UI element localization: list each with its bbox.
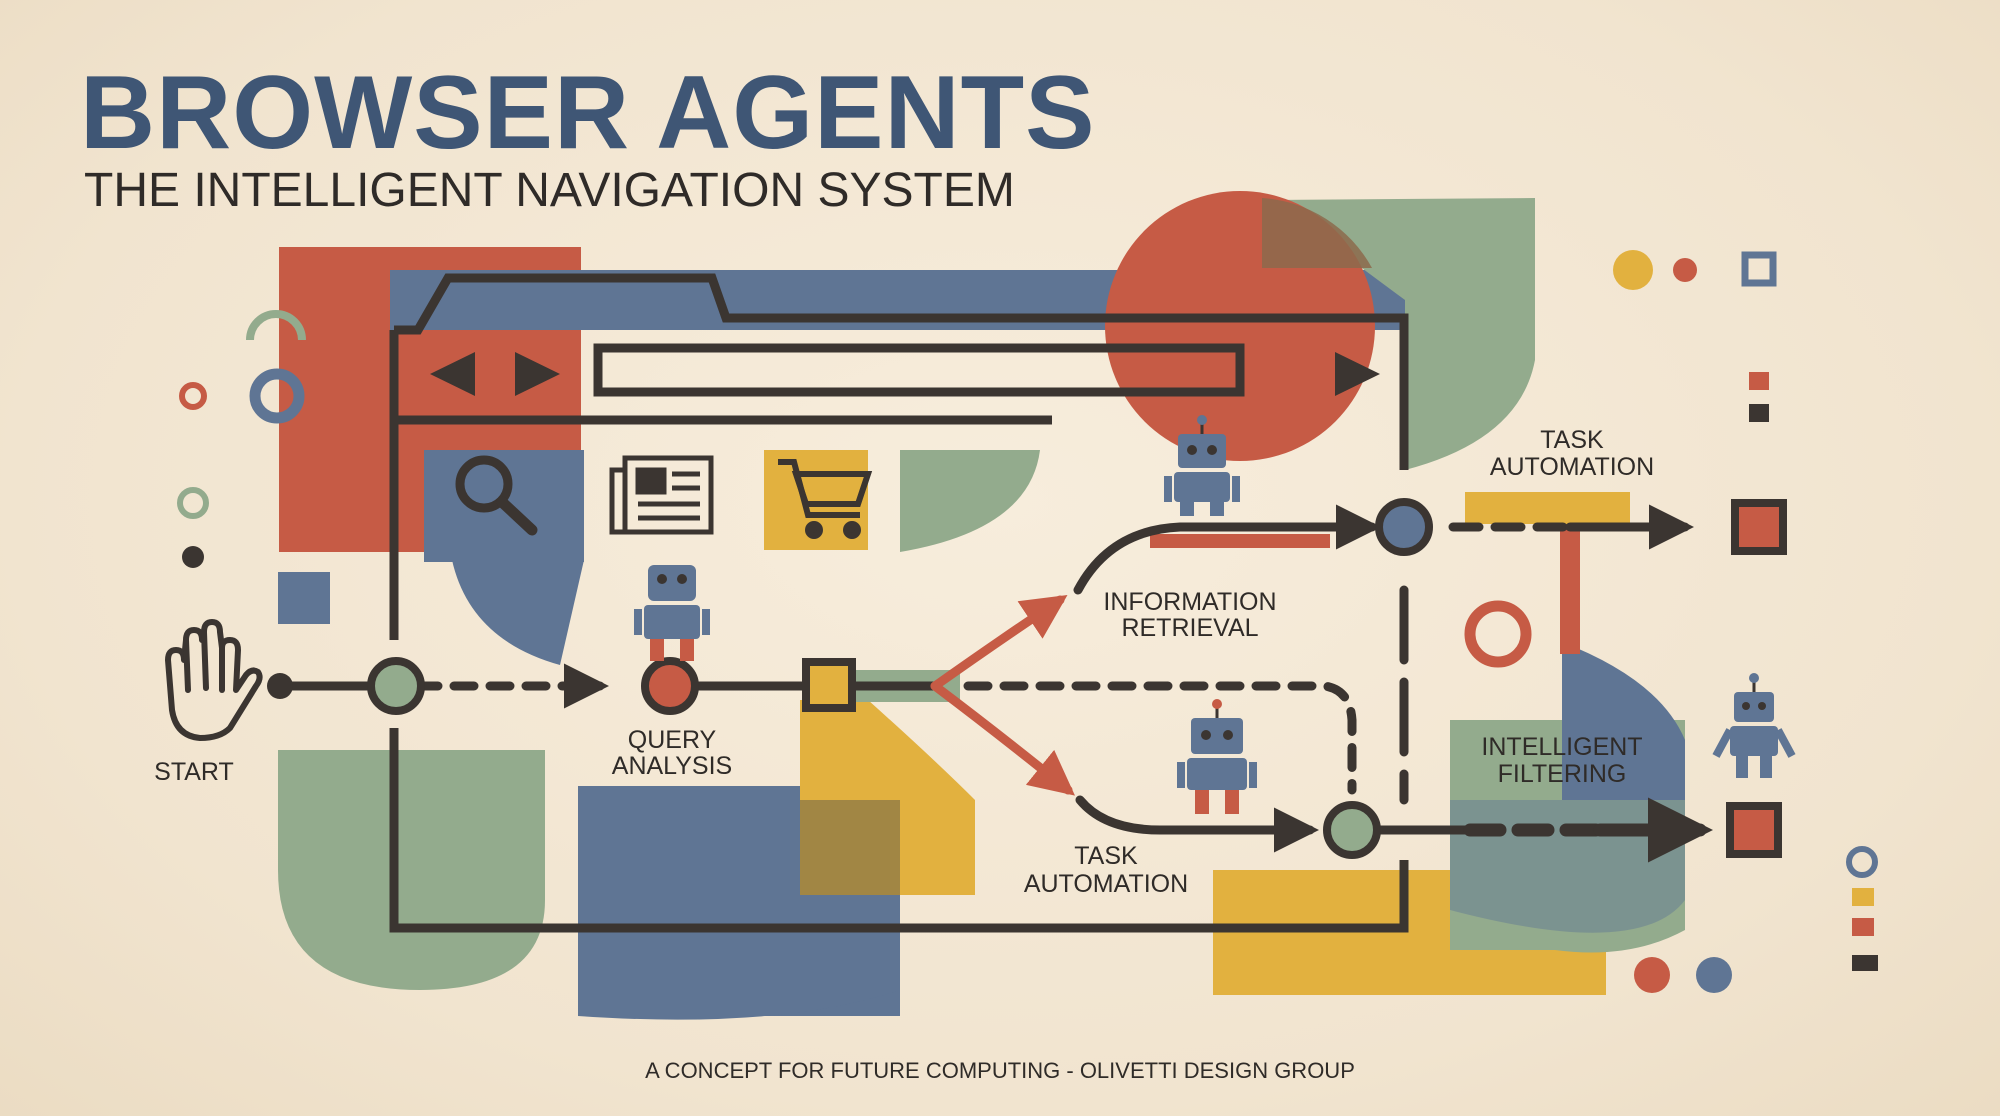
robot-icon	[1177, 699, 1257, 814]
page-subtitle: THE INTELLIGENT NAVIGATION SYSTEM	[84, 164, 1015, 217]
node-query-analysis[interactable]	[641, 657, 699, 715]
label-query-2: ANALYSIS	[612, 752, 732, 780]
node-output-top[interactable]	[1731, 499, 1787, 555]
robot-icon	[634, 565, 710, 661]
start-dot	[267, 673, 293, 699]
label-info-1: INFORMATION	[1103, 588, 1276, 616]
blue-wedge-filter	[1562, 642, 1685, 800]
browser-window-outline	[389, 273, 1409, 933]
node-entry[interactable]	[367, 657, 425, 715]
blue-overlap-filter	[1450, 800, 1685, 933]
back-arrow-icon[interactable]	[430, 352, 475, 396]
label-filter-2: FILTERING	[1498, 760, 1627, 788]
blue-small-square	[278, 572, 330, 624]
blue-block-curve	[578, 950, 900, 1020]
address-bar[interactable]	[593, 343, 1245, 397]
robot-icon	[1164, 415, 1240, 516]
footer-credit: A CONCEPT FOR FUTURE COMPUTING - OLIVETT…	[645, 1058, 1355, 1083]
label-task-top-2: AUTOMATION	[1490, 453, 1654, 481]
forward-arrow-icon[interactable]	[515, 352, 560, 396]
green-quarter-top	[900, 450, 1040, 552]
label-task-top-1: TASK	[1540, 426, 1604, 454]
page-title: BROWSER AGENTS	[80, 55, 1096, 171]
blue-speech-tail	[452, 560, 584, 665]
green-leaf-top	[1270, 198, 1535, 470]
node-filter-merge[interactable]	[1323, 801, 1381, 859]
overlap-block	[800, 800, 900, 895]
label-task-bottom-2: AUTOMATION	[1024, 870, 1188, 898]
red-bar-top	[1150, 534, 1330, 548]
decorations	[177, 250, 1878, 993]
newspaper-icon[interactable]	[609, 455, 714, 535]
node-decision[interactable]	[802, 658, 856, 712]
overlap-wedge	[1262, 198, 1372, 268]
label-filter-1: INTELLIGENT	[1481, 733, 1642, 761]
hand-icon[interactable]	[165, 619, 263, 741]
green-blob-bottom	[278, 750, 545, 990]
label-task-bottom-1: TASK	[1074, 842, 1138, 870]
search-icon[interactable]	[455, 455, 538, 536]
yellow-bar-top	[1465, 492, 1630, 524]
label-info-2: RETRIEVAL	[1121, 614, 1258, 642]
node-output-bottom[interactable]	[1726, 802, 1782, 858]
shopping-cart-icon[interactable]	[778, 459, 873, 539]
label-query-1: QUERY	[628, 726, 717, 754]
red-vertical-bar	[1560, 524, 1580, 654]
robot-icon	[1712, 673, 1796, 778]
node-task-top[interactable]	[1375, 498, 1433, 556]
flow-connectors	[275, 504, 1713, 863]
play-icon[interactable]	[1335, 352, 1380, 396]
label-start: START	[154, 758, 234, 786]
